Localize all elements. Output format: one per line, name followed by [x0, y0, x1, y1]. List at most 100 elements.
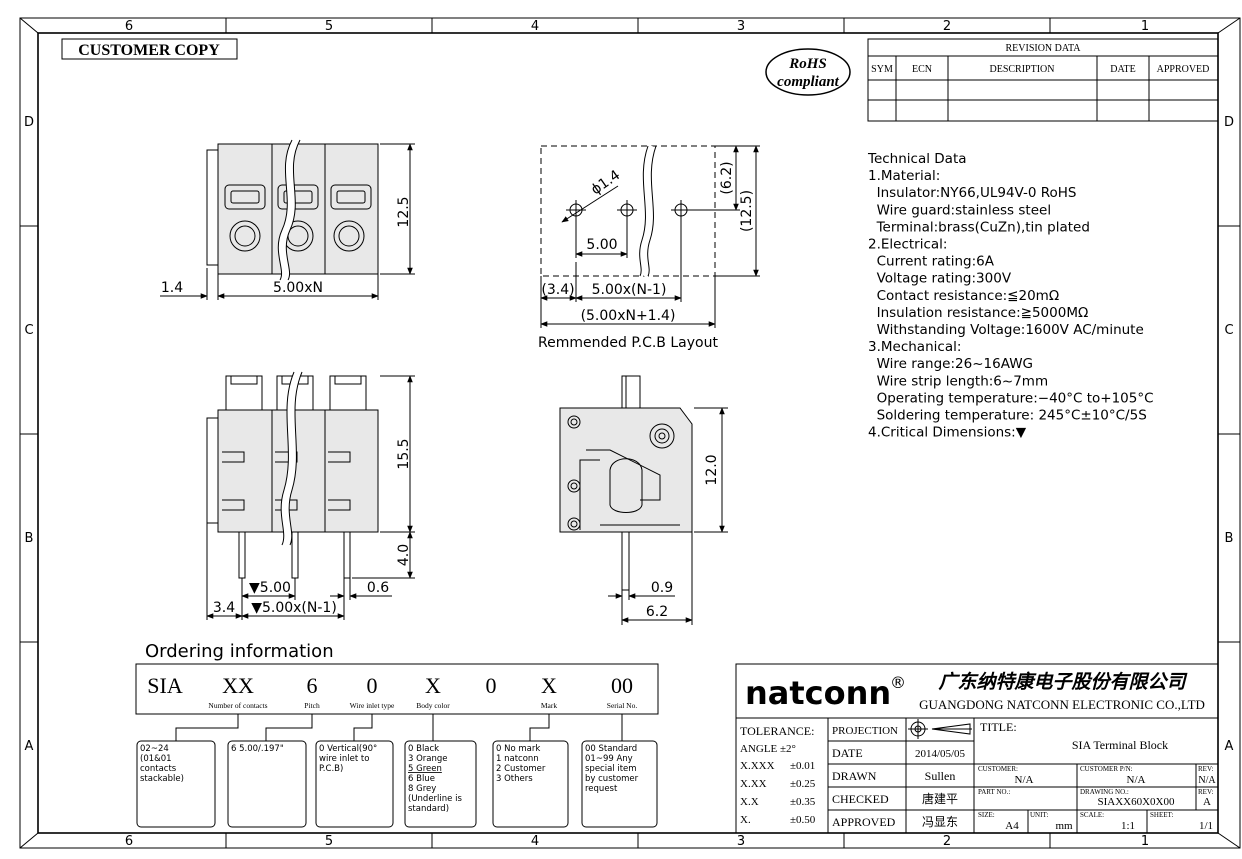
revision-header: SYM [871, 64, 893, 75]
ordering-option-text: 6 5.00/.197" [231, 744, 284, 754]
rev-label: REV: [1198, 765, 1213, 773]
tol-value: ±0.50 [790, 814, 816, 826]
tol-value: ±0.35 [790, 796, 816, 808]
ordering-option-text: 3 Orange [408, 754, 448, 764]
tech-data-line: Withstanding Voltage:1600V AC/minute [868, 322, 1144, 338]
zone-col-top: 4 [531, 19, 539, 34]
zone-row-right: C [1224, 323, 1233, 338]
ordering-code: 00 [611, 673, 633, 698]
checked-value: 唐建平 [922, 791, 958, 806]
ordering-option-box [581, 740, 658, 828]
ordering-option-text: 2 Customer [496, 764, 546, 774]
ordering-sublabel: Number of contacts [208, 701, 267, 710]
zone-col-top: 1 [1141, 19, 1149, 34]
zone-row-left: A [25, 739, 34, 754]
dim-pcb-n1: 5.00x(N-1) [592, 282, 667, 298]
tech-data-line: 1.Material: [868, 168, 940, 184]
ordering-option-text: 6 Blue [408, 774, 435, 784]
dim-side-120: 12.0 [704, 454, 720, 485]
part-no-label: PART NO.: [978, 788, 1010, 796]
revision-table [867, 38, 1219, 122]
ordering-code-box [135, 663, 659, 715]
customer-pn-value: N/A [1127, 774, 1146, 786]
tech-data-line: Wire range:26~16AWG [868, 356, 1033, 372]
angle-tolerance: ANGLE ±2° [740, 743, 796, 755]
zone-col-bottom: 5 [325, 834, 333, 849]
dim-front-pitch: ▼5.00 [249, 580, 291, 596]
ordering-title: Ordering information [145, 641, 334, 662]
zone-row-right: A [1225, 739, 1234, 754]
revision-title: REVISION DATA [1005, 43, 1081, 54]
pcb-layout [540, 144, 760, 328]
drawing-no-label: DRAWING NO.: [1080, 788, 1129, 796]
dim-side-09: 0.9 [651, 580, 673, 596]
dim-front-34: 3.4 [213, 600, 235, 616]
drawing-frame [19, 17, 1241, 849]
customer-copy-box [61, 38, 238, 60]
ordering-option-text: (Underline is [408, 794, 462, 804]
ordering-sublabel: Mark [541, 701, 557, 710]
tol-key: X.XXX [740, 760, 775, 772]
approved-label: APPROVED [832, 815, 896, 829]
rohs-stamp [765, 48, 851, 96]
revision-header: DESCRIPTION [989, 64, 1054, 75]
ordering-option-text: 0 Vertical(90° [319, 744, 377, 754]
ordering-code: 0 [486, 673, 497, 698]
zone-col-top: 5 [325, 19, 333, 34]
ordering-option-box [227, 740, 307, 828]
tech-data-line: Operating temperature:−40°C to+105°C [868, 390, 1154, 406]
ordering-option-text: standard) [408, 804, 449, 814]
ordering-leaders [175, 714, 623, 741]
rev-value-2: A [1203, 796, 1211, 808]
tech-data-line: Soldering temperature: 245°C±10°C/5S [868, 408, 1147, 424]
tol-key: X. [740, 814, 751, 826]
front-view [206, 370, 415, 620]
approved-value: 冯显东 [922, 815, 958, 829]
date-label: DATE [832, 746, 863, 760]
tech-data-line: Contact resistance:≦20mΩ [868, 288, 1059, 304]
brand-logo: natconn [745, 674, 891, 712]
tech-data-line: Technical Data [867, 151, 967, 167]
ordering-code: 6 [307, 673, 318, 698]
tech-data-line: 4.Critical Dimensions:▼ [868, 425, 1027, 441]
tech-data-line: Current rating:6A [868, 254, 995, 270]
ordering-option-box [404, 740, 477, 828]
tech-data-line: Wire strip length:6~7mm [868, 373, 1048, 389]
tech-data-line: 3.Mechanical: [868, 339, 961, 355]
zone-col-top: 3 [737, 19, 745, 34]
company-name-cn: 广东纳特康电子股份有限公司 [937, 671, 1188, 693]
zone-row-left: D [24, 115, 34, 130]
ordering-code: X [425, 673, 441, 698]
zone-labels: 6 5 4 3 2 1 6 5 4 3 2 1 D C B A D C B A [24, 19, 1234, 849]
ordering-option-text: by customer [585, 774, 639, 784]
pcb-caption: Remmended P.C.B Layout [538, 335, 718, 351]
tech-data-line: Insulation resistance:≧5000MΩ [868, 305, 1088, 321]
ordering-option-text: 0 Black [408, 744, 439, 754]
ordering-code: SIA [147, 673, 183, 698]
revision-header: APPROVED [1157, 64, 1210, 75]
title-block [735, 663, 1219, 834]
top-view [160, 138, 415, 300]
ordering-option-text: special item [585, 764, 637, 774]
zone-col-bottom: 1 [1141, 834, 1149, 849]
ordering-code: X [541, 673, 557, 698]
ordering-sublabel: Serial No. [607, 701, 638, 710]
dim-pcb-62: (6.2) [719, 161, 735, 194]
ordering-option-text: 01~99 Any [585, 754, 633, 764]
ordering-sublabel: Wire inlet type [350, 701, 395, 710]
drawing-no-value: SIAXX60X0X00 [1098, 796, 1176, 808]
zone-col-top: 6 [125, 19, 133, 34]
dim-top-left: 1.4 [161, 280, 183, 296]
ordering-option-text: (01&01 [140, 754, 172, 764]
dim-top-height: 12.5 [396, 196, 412, 227]
revision-header: DATE [1110, 64, 1136, 75]
drawn-label: DRAWN [832, 769, 877, 783]
date-value: 2014/05/05 [915, 748, 966, 760]
tech-data-line: Terminal:brass(CuZn),tin plated [868, 219, 1090, 235]
tol-key: X.X [740, 796, 759, 808]
ordering-option-text: 8 Grey [408, 784, 436, 794]
ordering-option-text: contacts [140, 764, 177, 774]
